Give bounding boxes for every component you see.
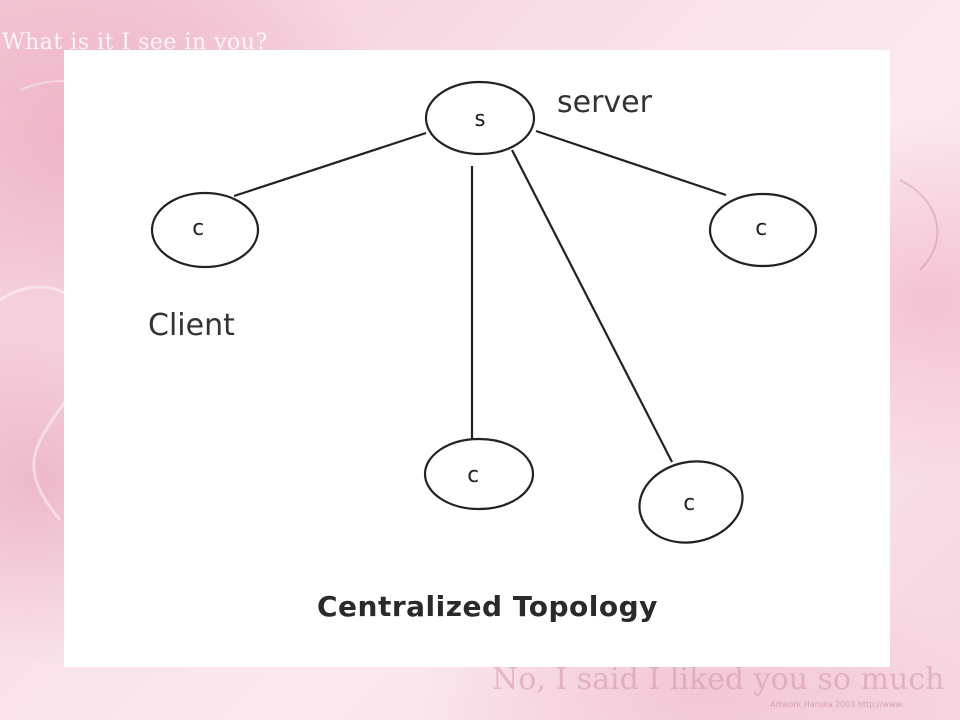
diagram-panel: s server c c c c Client Centralized Topo… <box>64 50 890 667</box>
edge-server-client-left <box>233 131 427 198</box>
background-credit: Artwork Haruka 2003 http://www. <box>770 700 904 709</box>
client-node-right-label: c <box>754 216 767 241</box>
client-node-bottom-middle: c <box>423 437 535 511</box>
client-node-right: c <box>708 192 818 268</box>
edge-server-client-right <box>535 129 727 197</box>
background-text-bottom: No, I said I liked you so much <box>492 662 945 697</box>
client-node-bottom-right-label: c <box>682 491 695 516</box>
server-node-label: s <box>473 107 486 132</box>
client-node-bottom-right: c <box>638 460 744 544</box>
server-node: s <box>424 80 536 156</box>
client-node-bottom-middle-label: c <box>466 463 479 488</box>
diagram-title: Centralized Topology <box>317 590 658 623</box>
client-node-left-label: c <box>191 216 204 241</box>
topology-diagram: s server c c c c Client Centralized Topo… <box>148 80 818 623</box>
client-node-left: c <box>150 191 260 269</box>
server-caption: server <box>557 85 653 120</box>
client-caption: Client <box>148 308 235 343</box>
edge-server-client-bottom-right <box>511 149 673 463</box>
